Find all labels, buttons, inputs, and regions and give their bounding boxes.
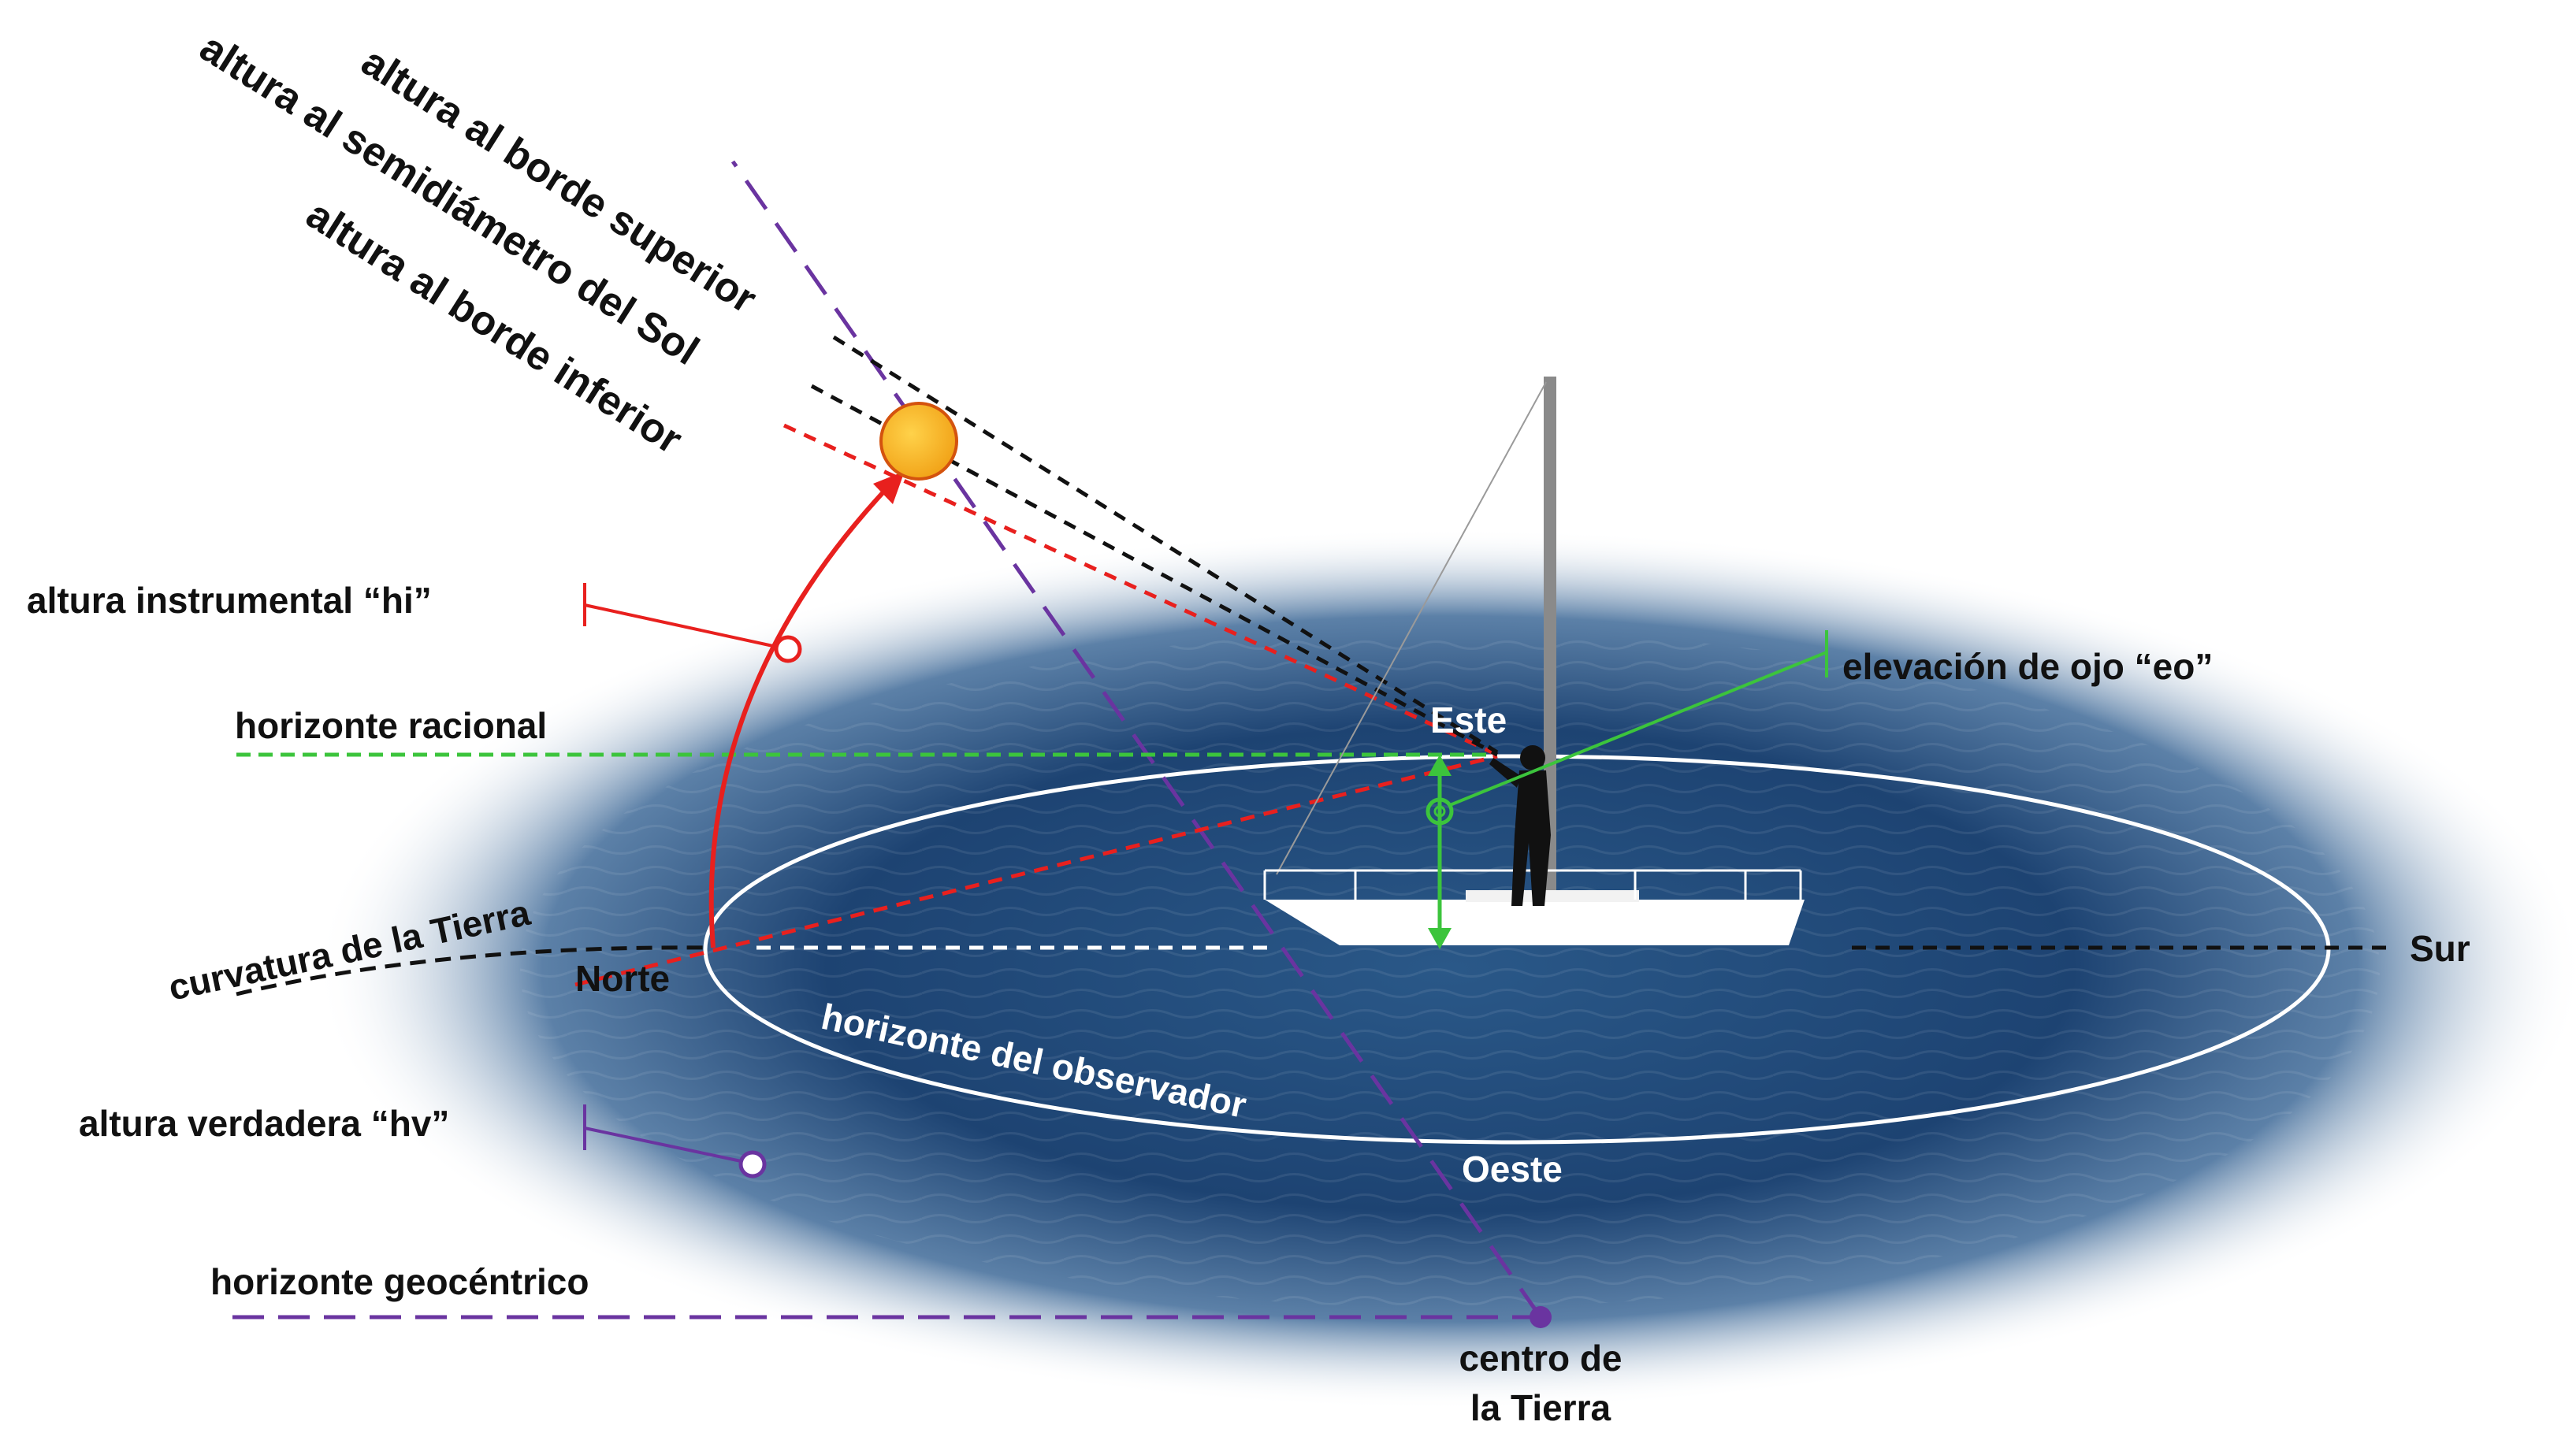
geocentric-vertical-line [730,160,1543,1319]
earth-curvature-line [236,945,710,997]
semidiameter-sightline [810,384,1499,757]
eye-elevation-marker [1426,797,1454,826]
sea-background [315,528,2576,1410]
rational-horizon-label: horizonte racional [235,705,547,746]
sailboat-icon [1263,377,1805,945]
instrumental-horizon-line [574,754,1498,987]
instrumental-height-arc [708,482,893,948]
eye-elevation-label: elevación de ojo “eo” [1842,646,2213,687]
south-label: Sur [2410,928,2470,969]
instrumental-height-label: altura instrumental “hi” [27,580,432,621]
sun-icon [879,402,958,481]
instrumental-height-leader [584,603,781,649]
north-label: Norte [575,958,670,999]
eye-elevation-arrowhead-top [1428,755,1452,776]
eye-elevation-arrowhead-bottom [1428,928,1452,949]
true-height-label: altura verdadera “hv” [79,1103,449,1144]
earth-center-label-line2: la Tierra [1470,1387,1611,1428]
true-height-leader [584,1127,745,1164]
eye-elevation-leader [1449,651,1827,807]
west-label: Oeste [1462,1149,1563,1190]
instrumental-height-marker [774,635,802,663]
earth-center-dot [1530,1306,1552,1328]
instrumental-arc-arrowhead [873,471,905,504]
upper-limb-sightline [832,335,1499,755]
east-label: Este [1430,700,1507,740]
true-height-marker [738,1150,767,1178]
earth-center-label-line1: centro de [1459,1338,1622,1379]
observer-silhouette-icon [1489,745,1551,906]
geocentric-horizon-label: horizonte geocéntrico [210,1261,589,1302]
